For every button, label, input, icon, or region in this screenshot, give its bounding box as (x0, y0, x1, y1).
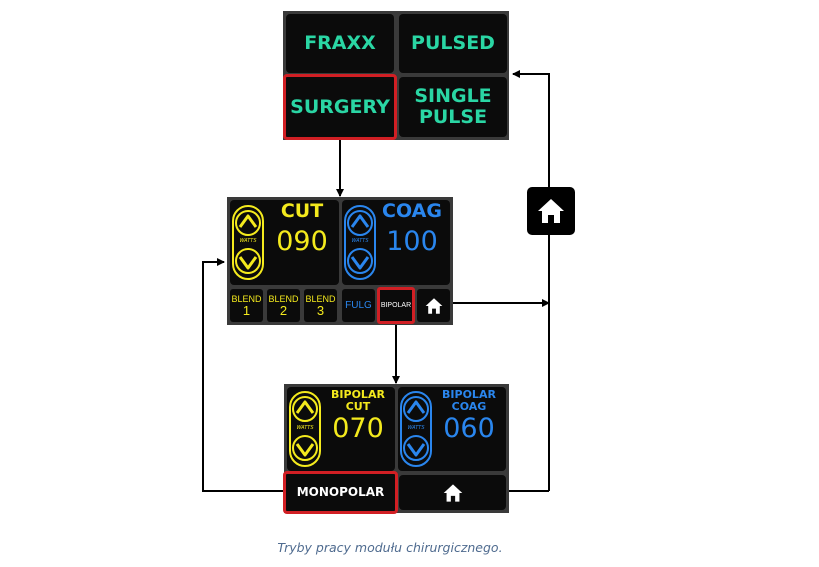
coag-label: COAG (382, 200, 442, 222)
bipolar-cut-label-line1: BIPOLAR (331, 388, 385, 401)
blend-2-label: BLEND (268, 293, 299, 304)
cut-value: 090 (276, 226, 328, 257)
bipolar-label: BIPOLAR (380, 302, 412, 309)
bipolar-cut-chevron-pill (289, 391, 321, 467)
arrow-monopolar-back (202, 258, 284, 492)
bipolar-coag-label-line2: COAG (451, 399, 487, 413)
chevron-down-icon (406, 443, 426, 457)
blend-3-number: 3 (316, 302, 325, 318)
single-pulse-label-line2: PULSE (418, 106, 488, 128)
cut-label: CUT (280, 200, 324, 222)
coag-increase-button[interactable] (347, 208, 373, 238)
bipolar-coag-label: BIPOLAR COAG (433, 389, 505, 412)
blend-3-label: BLEND (305, 293, 336, 304)
bipolar-cut-increase-button[interactable] (292, 394, 318, 424)
blend-2-number: 2 (279, 302, 288, 318)
cut-decrease-button[interactable] (235, 246, 261, 276)
bipolar-cut-label-line2: CUT (345, 399, 371, 413)
coag-value: 100 (386, 226, 438, 257)
coag-watts-label: WATTS (351, 238, 369, 244)
bipolar-coag-watts-label: WATTS (407, 425, 425, 431)
home-nav-button[interactable] (527, 187, 575, 235)
blend-1-button[interactable]: BLEND 1 (230, 289, 263, 322)
arrow-right-up-to-menu (512, 70, 550, 491)
pulsed-label: PULSED (411, 32, 495, 55)
monopolar-label: MONOPOLAR (296, 484, 385, 499)
bipolar-button[interactable]: BIPOLAR (377, 287, 415, 324)
bipolar-coag-chevron-pill (400, 391, 432, 467)
bipolar-cut-decrease-button[interactable] (292, 433, 318, 463)
bipolar-coag-increase-button[interactable] (403, 394, 429, 424)
fulg-label: FULG (345, 299, 372, 311)
surgery-label: SURGERY (290, 95, 390, 118)
surgery-button[interactable]: SURGERY (283, 74, 397, 140)
home-icon (425, 297, 442, 314)
chevron-up-icon (406, 400, 426, 414)
bipolar-cut-value: 070 (332, 413, 384, 444)
fraxx-button[interactable]: FRAXX (286, 14, 394, 73)
bipolar-cut-watts-label: WATTS (296, 425, 314, 431)
monopolar-home-button[interactable] (417, 289, 450, 322)
home-icon (538, 199, 564, 223)
coag-chevron-pill (344, 205, 376, 280)
blend-1-number: 1 (242, 302, 251, 318)
blend-3-button[interactable]: BLEND 3 (304, 289, 337, 322)
chevron-down-icon (238, 256, 258, 270)
coag-decrease-button[interactable] (347, 246, 373, 276)
pulsed-button[interactable]: PULSED (399, 14, 507, 73)
bipolar-coag-value: 060 (443, 413, 495, 444)
chevron-up-icon (295, 400, 315, 414)
bipolar-coag-label-line1: BIPOLAR (442, 388, 496, 401)
blend-2-button[interactable]: BLEND 2 (267, 289, 300, 322)
cut-increase-button[interactable] (235, 208, 261, 238)
bipolar-coag-decrease-button[interactable] (403, 433, 429, 463)
fraxx-label: FRAXX (304, 32, 376, 55)
blend-1-label: BLEND (231, 293, 262, 304)
single-pulse-button[interactable]: SINGLE PULSE (399, 77, 507, 137)
chevron-up-icon (238, 214, 258, 228)
monopolar-button[interactable]: MONOPOLAR (283, 471, 398, 514)
chevron-down-icon (350, 256, 370, 270)
figure-caption: Tryby pracy modułu chirurgicznego. (277, 540, 503, 555)
bipolar-home-button[interactable] (399, 475, 506, 510)
single-pulse-label-line1: SINGLE (414, 85, 492, 108)
cut-watts-label: WATTS (239, 238, 257, 244)
bipolar-cut-label: BIPOLAR CUT (322, 389, 394, 412)
fulg-button[interactable]: FULG (342, 289, 375, 322)
chevron-up-icon (350, 214, 370, 228)
chevron-down-icon (295, 443, 315, 457)
cut-chevron-pill (232, 205, 264, 280)
home-icon (443, 483, 462, 502)
